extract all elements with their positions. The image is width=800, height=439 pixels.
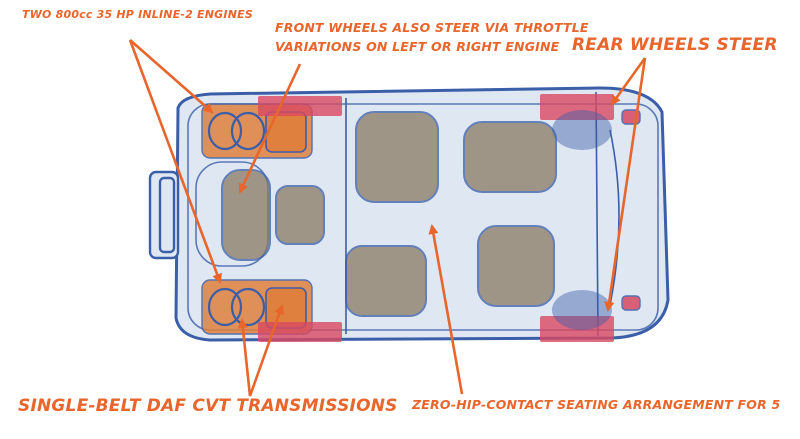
engine-bays [201,103,313,335]
seating-label: ZERO-HIP-CONTACT SEATING ARRANGEMENT FOR… [412,397,781,412]
rear-steer-label: REAR WHEELS STEER [572,35,778,55]
transmissions-label: SINGLE-BELT DAF CVT TRANSMISSIONS [18,396,398,416]
front-steer-label: FRONT WHEELS ALSO STEER VIA THROTTLE VAR… [275,18,589,57]
engines-label: TWO 800cc 35 HP INLINE-2 ENGINES [22,8,253,21]
seats [221,111,557,317]
front-steer-line-1: FRONT WHEELS ALSO STEER VIA THROTTLE [275,20,589,35]
front-steer-line-2: VARIATIONS ON LEFT OR RIGHT ENGINE [275,39,560,55]
annotation-arrows [128,39,647,397]
